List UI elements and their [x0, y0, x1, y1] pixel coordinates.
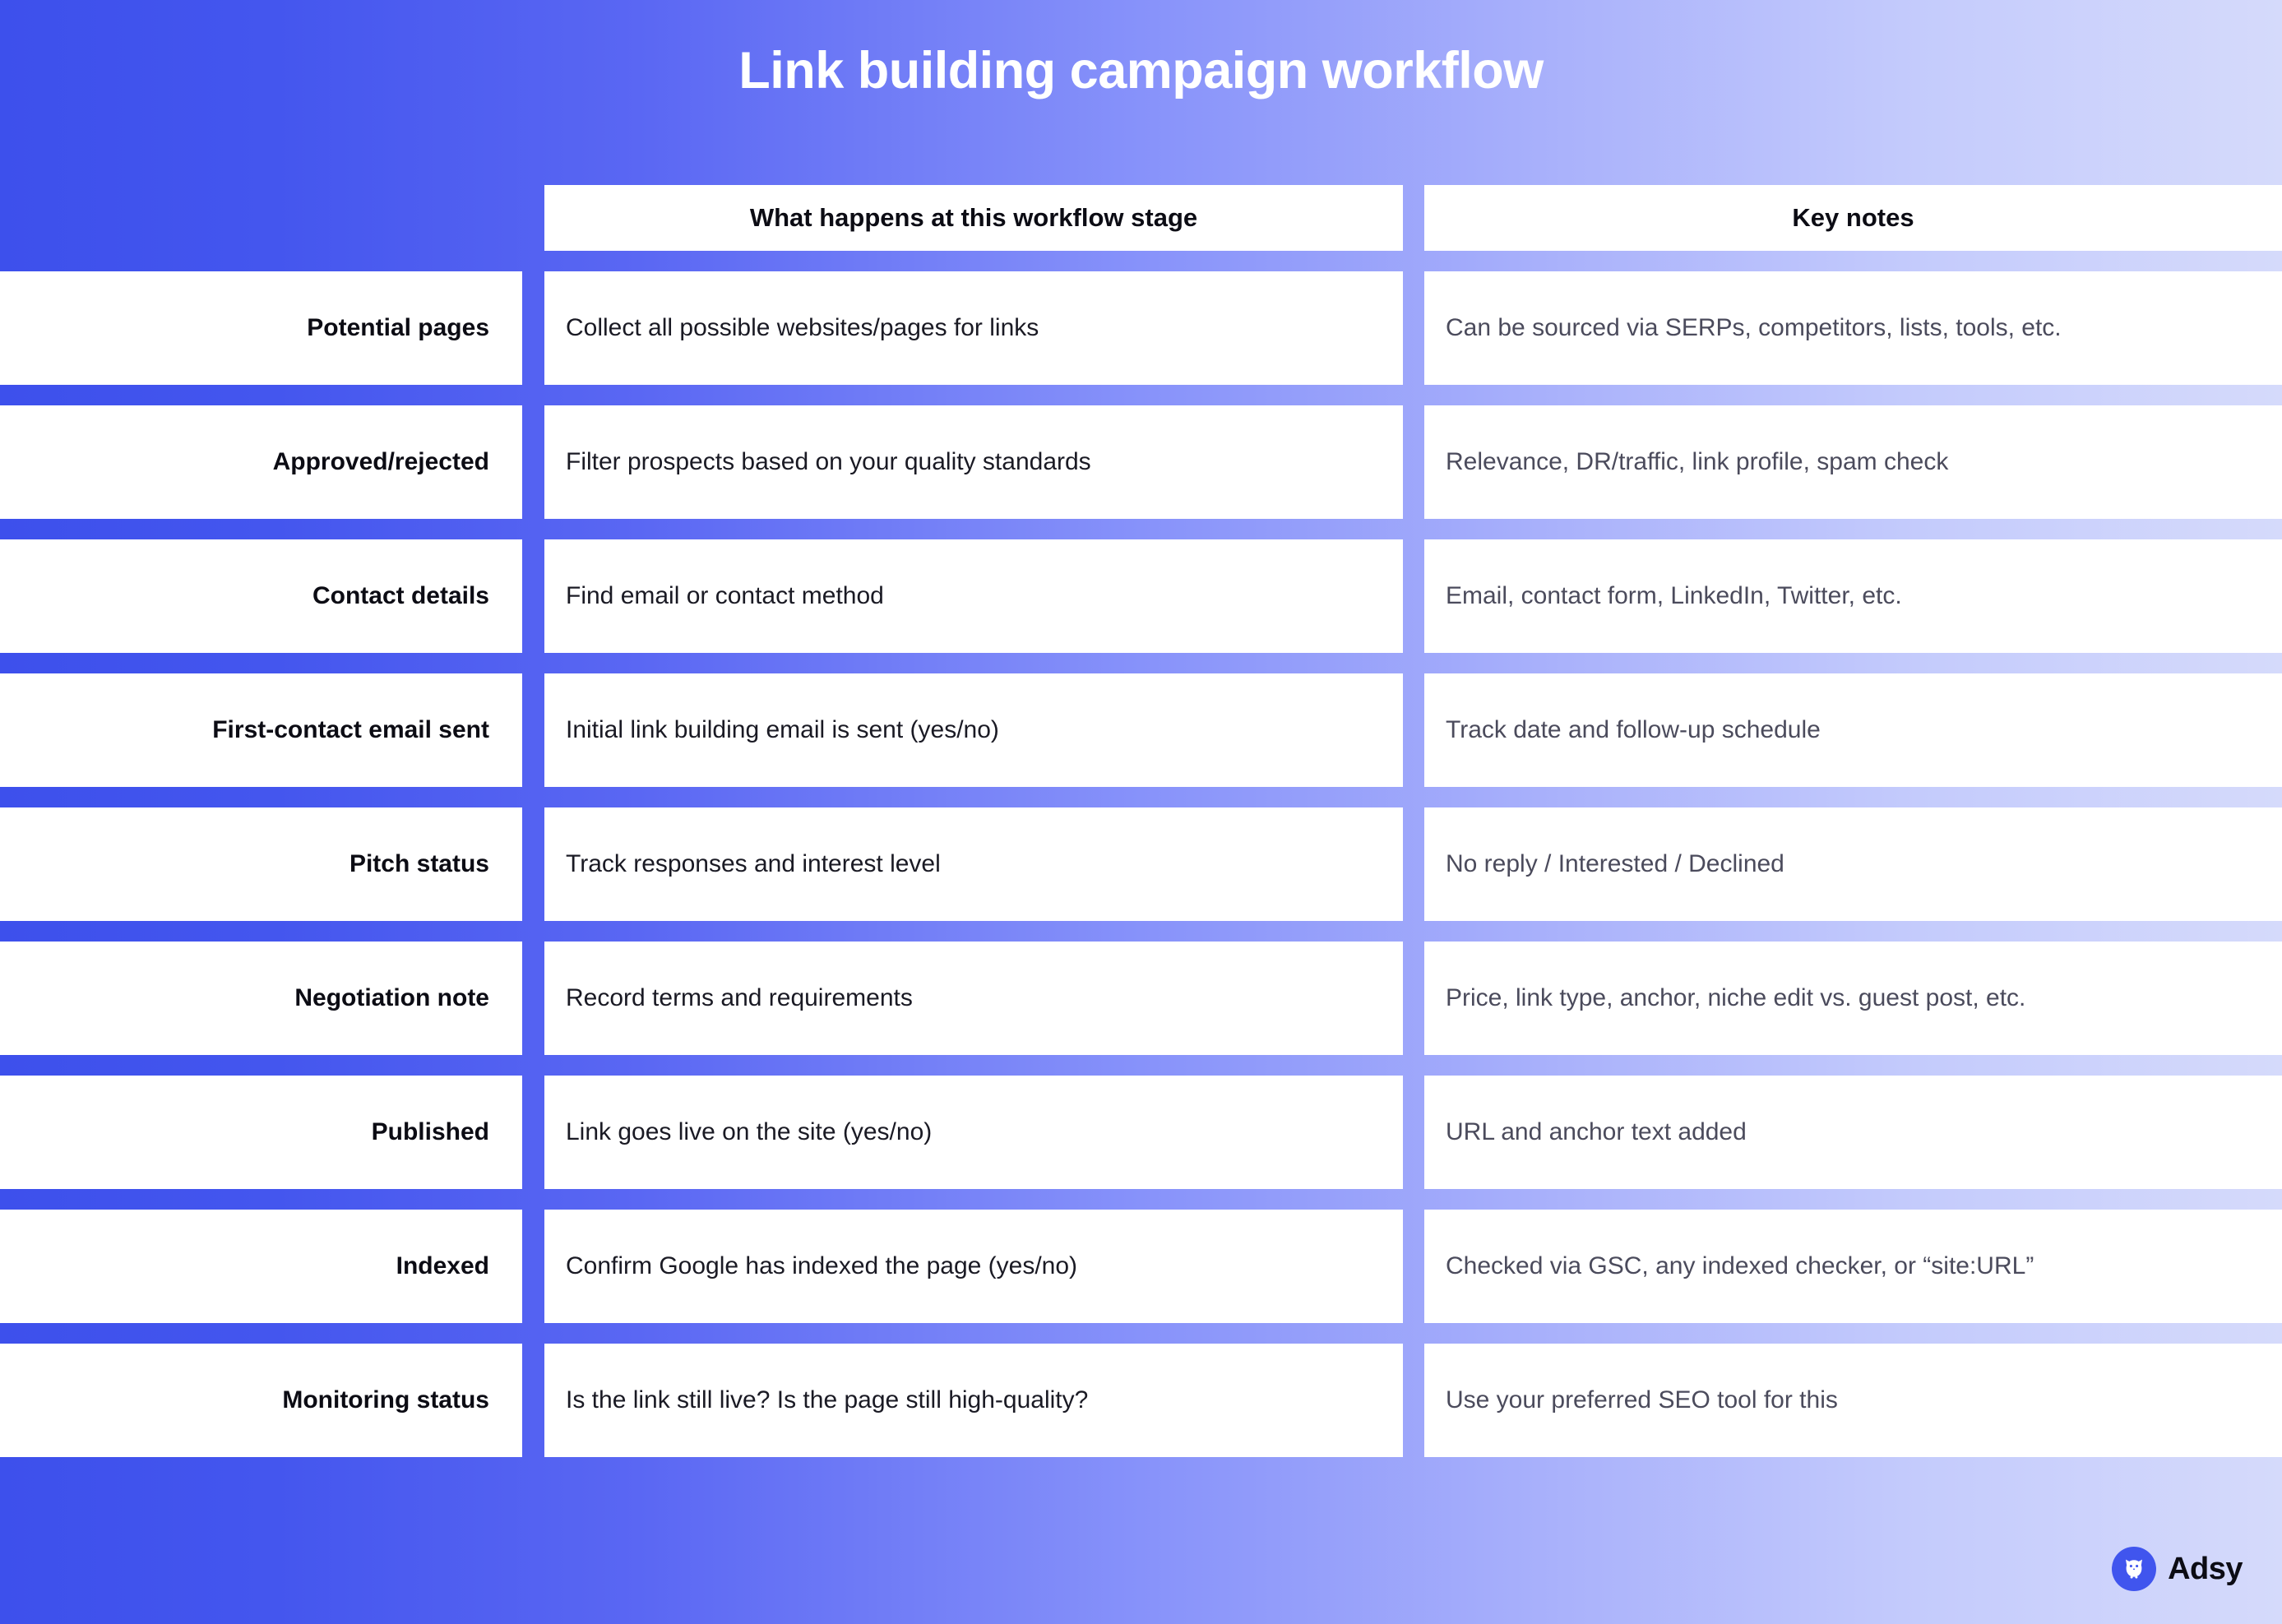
cell-stage: Published [0, 1076, 522, 1189]
cell-stage: Indexed [0, 1210, 522, 1323]
column-gap [1403, 1210, 1424, 1323]
column-gap [1403, 271, 1424, 385]
column-gap [522, 1076, 544, 1189]
table-row: Indexed Confirm Google has indexed the p… [0, 1210, 2282, 1323]
cell-what-happens: Link goes live on the site (yes/no) [544, 1076, 1403, 1189]
cell-stage: Potential pages [0, 271, 522, 385]
cell-what-happens: Confirm Google has indexed the page (yes… [544, 1210, 1403, 1323]
row-gap [0, 653, 2282, 673]
cell-what-happens: Find email or contact method [544, 539, 1403, 653]
row-gap [0, 1189, 2282, 1210]
table-row: Approved/rejected Filter prospects based… [0, 405, 2282, 519]
table-row: Potential pages Collect all possible web… [0, 271, 2282, 385]
page-title: Link building campaign workflow [738, 42, 1544, 99]
row-gap [0, 921, 2282, 942]
column-gap [1403, 405, 1424, 519]
header-gap [1403, 185, 1424, 251]
header-cell-what-happens: What happens at this workflow stage [544, 185, 1403, 251]
cell-key-notes: Use your preferred SEO tool for this [1424, 1344, 2282, 1457]
owl-icon [2112, 1547, 2157, 1591]
cell-what-happens: Filter prospects based on your quality s… [544, 405, 1403, 519]
column-gap [522, 942, 544, 1055]
cell-key-notes: Email, contact form, LinkedIn, Twitter, … [1424, 539, 2282, 653]
table-row: Published Link goes live on the site (ye… [0, 1076, 2282, 1189]
cell-key-notes: Price, link type, anchor, niche edit vs.… [1424, 942, 2282, 1055]
row-gap [0, 1055, 2282, 1076]
column-gap [522, 1210, 544, 1323]
logo-text: Adsy [2168, 1551, 2243, 1586]
row-gap [0, 519, 2282, 539]
column-gap [522, 1344, 544, 1457]
column-gap [522, 539, 544, 653]
cell-key-notes: Checked via GSC, any indexed checker, or… [1424, 1210, 2282, 1323]
column-gap [1403, 1344, 1424, 1457]
adsy-logo[interactable]: Adsy [2112, 1547, 2243, 1591]
cell-key-notes: URL and anchor text added [1424, 1076, 2282, 1189]
column-gap [1403, 1076, 1424, 1189]
column-gap [522, 405, 544, 519]
cell-stage: Negotiation note [0, 942, 522, 1055]
header-cell-stage-blank [0, 185, 544, 251]
row-gap [0, 385, 2282, 405]
table-row: Contact details Find email or contact me… [0, 539, 2282, 653]
cell-stage: Contact details [0, 539, 522, 653]
cell-stage: Approved/rejected [0, 405, 522, 519]
table-row: First-contact email sent Initial link bu… [0, 673, 2282, 787]
column-gap [522, 807, 544, 921]
cell-key-notes: Relevance, DR/traffic, link profile, spa… [1424, 405, 2282, 519]
cell-stage: Monitoring status [0, 1344, 522, 1457]
cell-what-happens: Initial link building email is sent (yes… [544, 673, 1403, 787]
table-row: Pitch status Track responses and interes… [0, 807, 2282, 921]
cell-what-happens: Collect all possible websites/pages for … [544, 271, 1403, 385]
cell-stage: First-contact email sent [0, 673, 522, 787]
cell-stage: Pitch status [0, 807, 522, 921]
cell-what-happens: Is the link still live? Is the page stil… [544, 1344, 1403, 1457]
cell-what-happens: Record terms and requirements [544, 942, 1403, 1055]
table-row: Monitoring status Is the link still live… [0, 1344, 2282, 1457]
cell-key-notes: Track date and follow-up schedule [1424, 673, 2282, 787]
table-row: Negotiation note Record terms and requir… [0, 942, 2282, 1055]
column-gap [1403, 807, 1424, 921]
column-gap [1403, 673, 1424, 787]
table-header-row: What happens at this workflow stage Key … [0, 185, 2282, 251]
column-gap [522, 271, 544, 385]
cell-what-happens: Track responses and interest level [544, 807, 1403, 921]
row-gap [0, 1323, 2282, 1344]
column-gap [1403, 942, 1424, 1055]
cell-key-notes: Can be sourced via SERPs, competitors, l… [1424, 271, 2282, 385]
row-gap [0, 251, 2282, 271]
row-gap [0, 787, 2282, 807]
cell-key-notes: No reply / Interested / Declined [1424, 807, 2282, 921]
column-gap [522, 673, 544, 787]
column-gap [1403, 539, 1424, 653]
header-cell-key-notes: Key notes [1424, 185, 2282, 251]
workflow-table: What happens at this workflow stage Key … [0, 185, 2282, 1457]
